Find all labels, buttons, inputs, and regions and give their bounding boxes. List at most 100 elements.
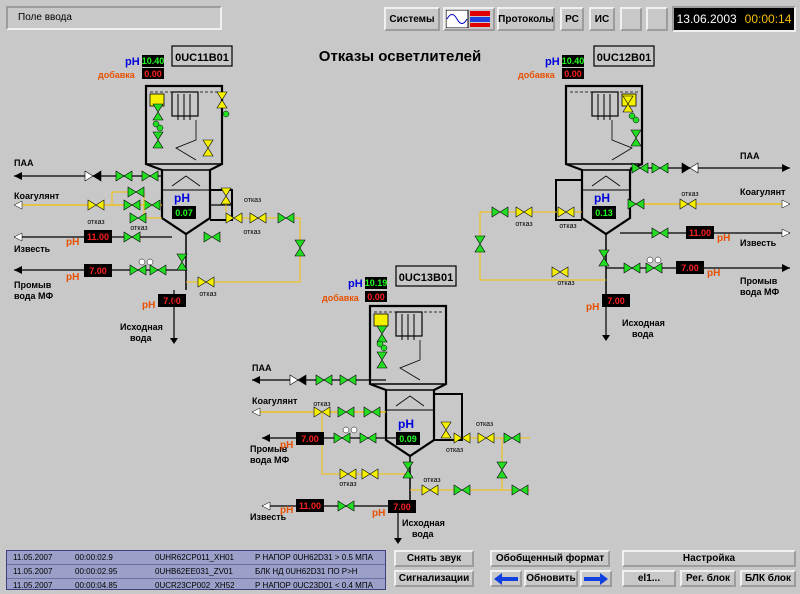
unit-3-source-label-2: вода — [412, 529, 435, 539]
unit-3-lime-ph-label: pH — [280, 505, 293, 516]
date-value: 13.06.2003 — [676, 12, 737, 26]
trend-button[interactable] — [443, 7, 495, 31]
log-time: 00:00:02.9 — [75, 553, 113, 562]
unit-1-ph-mid: 0.07 — [175, 208, 193, 218]
unit-3-ph-mid-label: pH — [398, 417, 414, 431]
signals-button[interactable]: Сигнализации — [394, 570, 474, 587]
unit-3-ph-top: 10.19 — [365, 278, 388, 288]
alarm-log[interactable]: 11.05.2007 00:00:02.9 0UHR62CP011_XH01 Р… — [6, 550, 386, 590]
unit-1-ph-top-box — [142, 55, 164, 67]
unit-2-dobavka: 0.00 — [564, 69, 582, 79]
process-diagram: Отказы осветлителей 0UC11B01 pH 10.40 до… — [0, 38, 800, 545]
unit-2-coagulant-label: Коагулянт — [740, 187, 786, 197]
unit-3-name-box[interactable] — [395, 265, 457, 287]
is-button[interactable]: ИС — [589, 7, 615, 31]
unit-1-fault-4: отказ — [243, 229, 260, 236]
unit-1-lime-ph-box — [84, 230, 112, 243]
unit-2-source-ph: 7.00 — [607, 296, 625, 306]
unit-1-fault-1: отказ — [87, 219, 104, 226]
log-row[interactable]: 11.05.2007 00:00:02.95 0UHB62EE031_ZV01 … — [7, 565, 385, 579]
unit-2-ph-mid-label: pH — [594, 191, 610, 205]
unit-3-source-ph-box — [388, 500, 416, 513]
forward-button[interactable] — [580, 570, 612, 587]
unit-1-source-label-2: вода — [130, 333, 153, 343]
unit-2-source-label-2: вода — [632, 329, 655, 339]
unit-1-paa-label: ПАА — [14, 158, 34, 168]
input-field[interactable]: Поле ввода — [6, 6, 222, 30]
unit-2-wash-label-2: вода МФ — [740, 287, 780, 297]
unit-2-wash-ph-box — [676, 261, 704, 274]
unit-2-dobavka-box — [562, 68, 584, 79]
unit-2-lime-ph-label: pH — [717, 233, 730, 244]
blank-button-2[interactable] — [646, 7, 668, 31]
refresh-button[interactable]: Обновить — [524, 570, 578, 587]
log-message: Р НАПОР 0UC23D01 < 0.4 МПА — [255, 581, 373, 590]
unit-1-dobavka: 0.00 — [144, 69, 162, 79]
unit-2-paa-label: ПАА — [740, 151, 760, 161]
el-button[interactable]: el1... — [622, 570, 676, 587]
unit-1-wash-ph-label: pH — [66, 272, 79, 283]
unit-1-ph-mid-box — [172, 206, 196, 219]
unit-1-name-box[interactable] — [171, 45, 233, 67]
log-time: 00:00:02.95 — [75, 567, 118, 576]
arrow-left-icon — [494, 572, 518, 585]
unit-3-fault-4: отказ — [446, 447, 463, 454]
unit-3-ph-mid-box — [396, 432, 420, 445]
unit-3-source-label-1: Исходная — [402, 518, 445, 528]
log-tag: 0UHR62CP011_XH01 — [155, 553, 235, 562]
unit-1-wash-ph-box — [84, 264, 112, 277]
unit-2-fault-3: отказ — [559, 223, 576, 230]
unit-1-source-label-1: Исходная — [120, 322, 163, 332]
unit-1-lime-ph-label: pH — [66, 237, 79, 248]
unit-2-ph-top-box — [562, 55, 584, 67]
unit-3-ph-mid: 0.09 — [399, 434, 417, 444]
back-button[interactable] — [490, 570, 522, 587]
unit-2-wash-label-1: Промыв — [740, 276, 778, 286]
log-row[interactable]: 11.05.2007 00:00:02.9 0UHR62CP011_XH01 Р… — [7, 551, 385, 565]
unit-3-lime-label: Известь — [250, 512, 287, 522]
blk-block-button[interactable]: БЛК блок — [740, 570, 796, 587]
unit-3-wash-ph-label: pH — [280, 440, 293, 451]
time-value: 00:00:14 — [744, 12, 792, 26]
unit-2-source-ph-label: pH — [586, 302, 599, 313]
systems-button[interactable]: Системы — [384, 7, 440, 31]
pc-button[interactable]: РС — [560, 7, 584, 31]
protocols-button[interactable]: Протоколы — [497, 7, 555, 31]
unit-2: 0UC12B01 pH 10.40 добавка 0.00 pH 0.13 П… — [474, 45, 791, 341]
log-row[interactable]: 11.05.2007 00:00:04.85 0UCR23CP002_XH52 … — [7, 579, 385, 592]
unit-2-ph-label: pH — [545, 56, 560, 68]
unit-1-wash-label-1: Промыв — [14, 280, 52, 290]
unit-1-wash-ph: 7.00 — [89, 266, 107, 276]
unit-2-ph-mid-box — [592, 206, 616, 219]
reg-block-button[interactable]: Рег. блок — [680, 570, 736, 587]
trend-icon — [446, 10, 490, 28]
unit-3-wash-ph: 7.00 — [301, 434, 319, 444]
unit-2-fault-2: отказ — [515, 221, 532, 228]
unit-1-dobavka-box — [142, 68, 164, 79]
unit-3-paa-label: ПАА — [252, 363, 272, 373]
log-time: 00:00:04.85 — [75, 581, 118, 590]
unit-3-wash-label-2: вода МФ — [250, 455, 290, 465]
settings-button[interactable]: Настройка — [622, 550, 796, 567]
unit-2-name-box[interactable] — [593, 45, 655, 67]
unit-3-ph-label: pH — [348, 278, 363, 290]
log-message: Р НАПОР 0UH62D31 > 0.5 МПА — [255, 553, 373, 562]
clarifier-mimic: Отказы осветлителей 0UC11B01 pH 10.40 до… — [13, 45, 791, 544]
unit-1-ph-mid-label: pH — [174, 191, 190, 205]
log-date: 11.05.2007 — [13, 581, 53, 590]
unit-1-fault-2: отказ — [130, 225, 147, 232]
blank-button-1[interactable] — [620, 7, 642, 31]
unit-2-name: 0UC12B01 — [597, 52, 651, 64]
unit-3-wash-ph-box — [296, 432, 324, 445]
log-date: 11.05.2007 — [13, 553, 53, 562]
mute-sound-button[interactable]: Снять звук — [394, 550, 474, 567]
unit-3-fault-3: отказ — [476, 421, 493, 428]
generalized-format-button[interactable]: Обобщенный формат — [490, 550, 610, 567]
unit-1-source-ph-label: pH — [142, 300, 155, 311]
unit-3-dobavka-box — [365, 291, 387, 302]
unit-3-dobavka: 0.00 — [367, 292, 385, 302]
unit-3-coagulant-label: Коагулянт — [252, 396, 298, 406]
unit-1-source-ph-box — [158, 294, 186, 307]
unit-2-lime-ph-box — [686, 226, 714, 239]
unit-2-wash-ph: 7.00 — [681, 263, 699, 273]
